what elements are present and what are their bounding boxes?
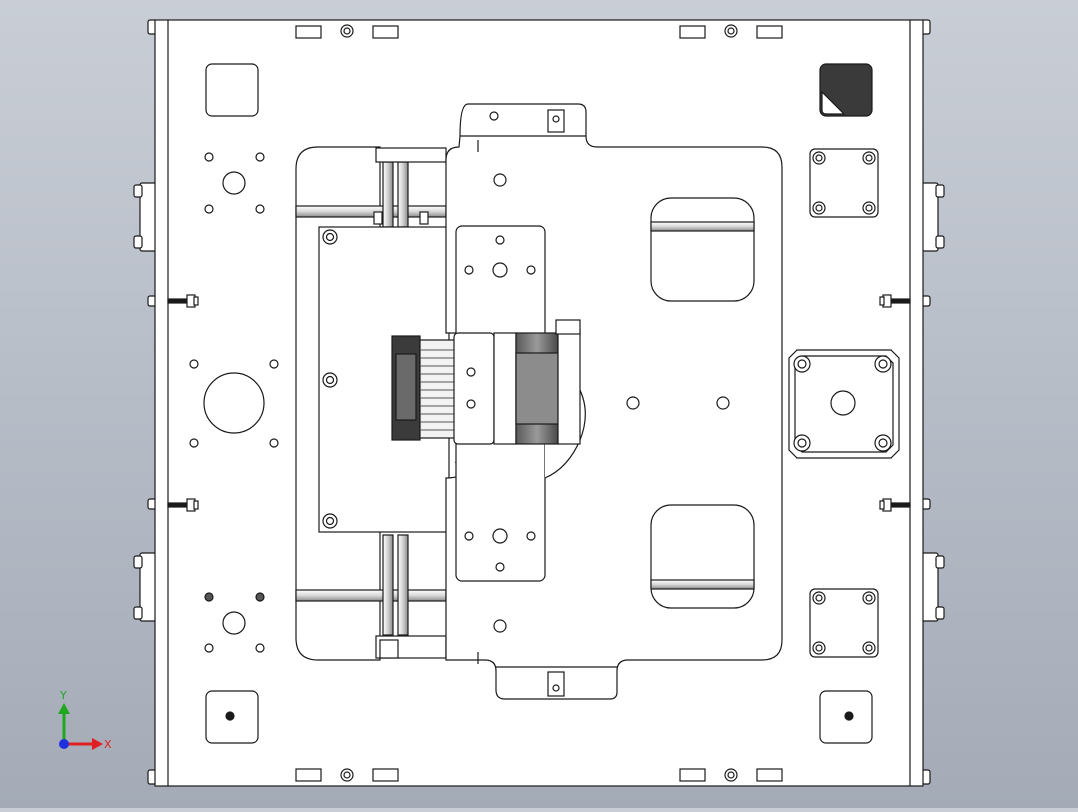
bed-top-flange	[460, 109, 586, 152]
z-axis-dot	[59, 739, 69, 749]
right-motor-mount	[788, 349, 900, 459]
right-mount-plate-top	[809, 148, 879, 218]
bed-cutout-bottom	[650, 504, 755, 609]
stepper-motor[interactable]	[391, 319, 581, 445]
bed-cutout-top	[650, 197, 755, 302]
right-side-brackets	[921, 19, 945, 785]
tension-bolt-right-lower	[879, 498, 911, 512]
left-side-brackets	[133, 19, 157, 785]
tension-bolt-left-lower	[167, 498, 199, 512]
corner-pad-top-left	[205, 63, 259, 117]
left-hole-pattern-middle	[189, 359, 279, 448]
x-axis-label: X	[104, 738, 112, 751]
bed-bottom-flange	[477, 652, 617, 697]
coordinate-triad: Y X	[58, 689, 112, 751]
corner-pad-top-right	[819, 63, 873, 117]
corner-pad-bottom-right	[819, 690, 873, 744]
tension-bolt-left-upper	[167, 294, 199, 308]
corner-pad-bottom-left	[205, 690, 259, 744]
left-hole-pattern-top	[204, 152, 265, 214]
y-axis-label: Y	[59, 689, 67, 702]
left-hole-pattern-bottom	[204, 592, 265, 653]
right-mount-plate-bottom	[809, 588, 879, 658]
top-edge-features	[295, 24, 783, 39]
tension-bolt-right-upper	[879, 294, 911, 308]
bottom-edge-features	[295, 768, 783, 782]
